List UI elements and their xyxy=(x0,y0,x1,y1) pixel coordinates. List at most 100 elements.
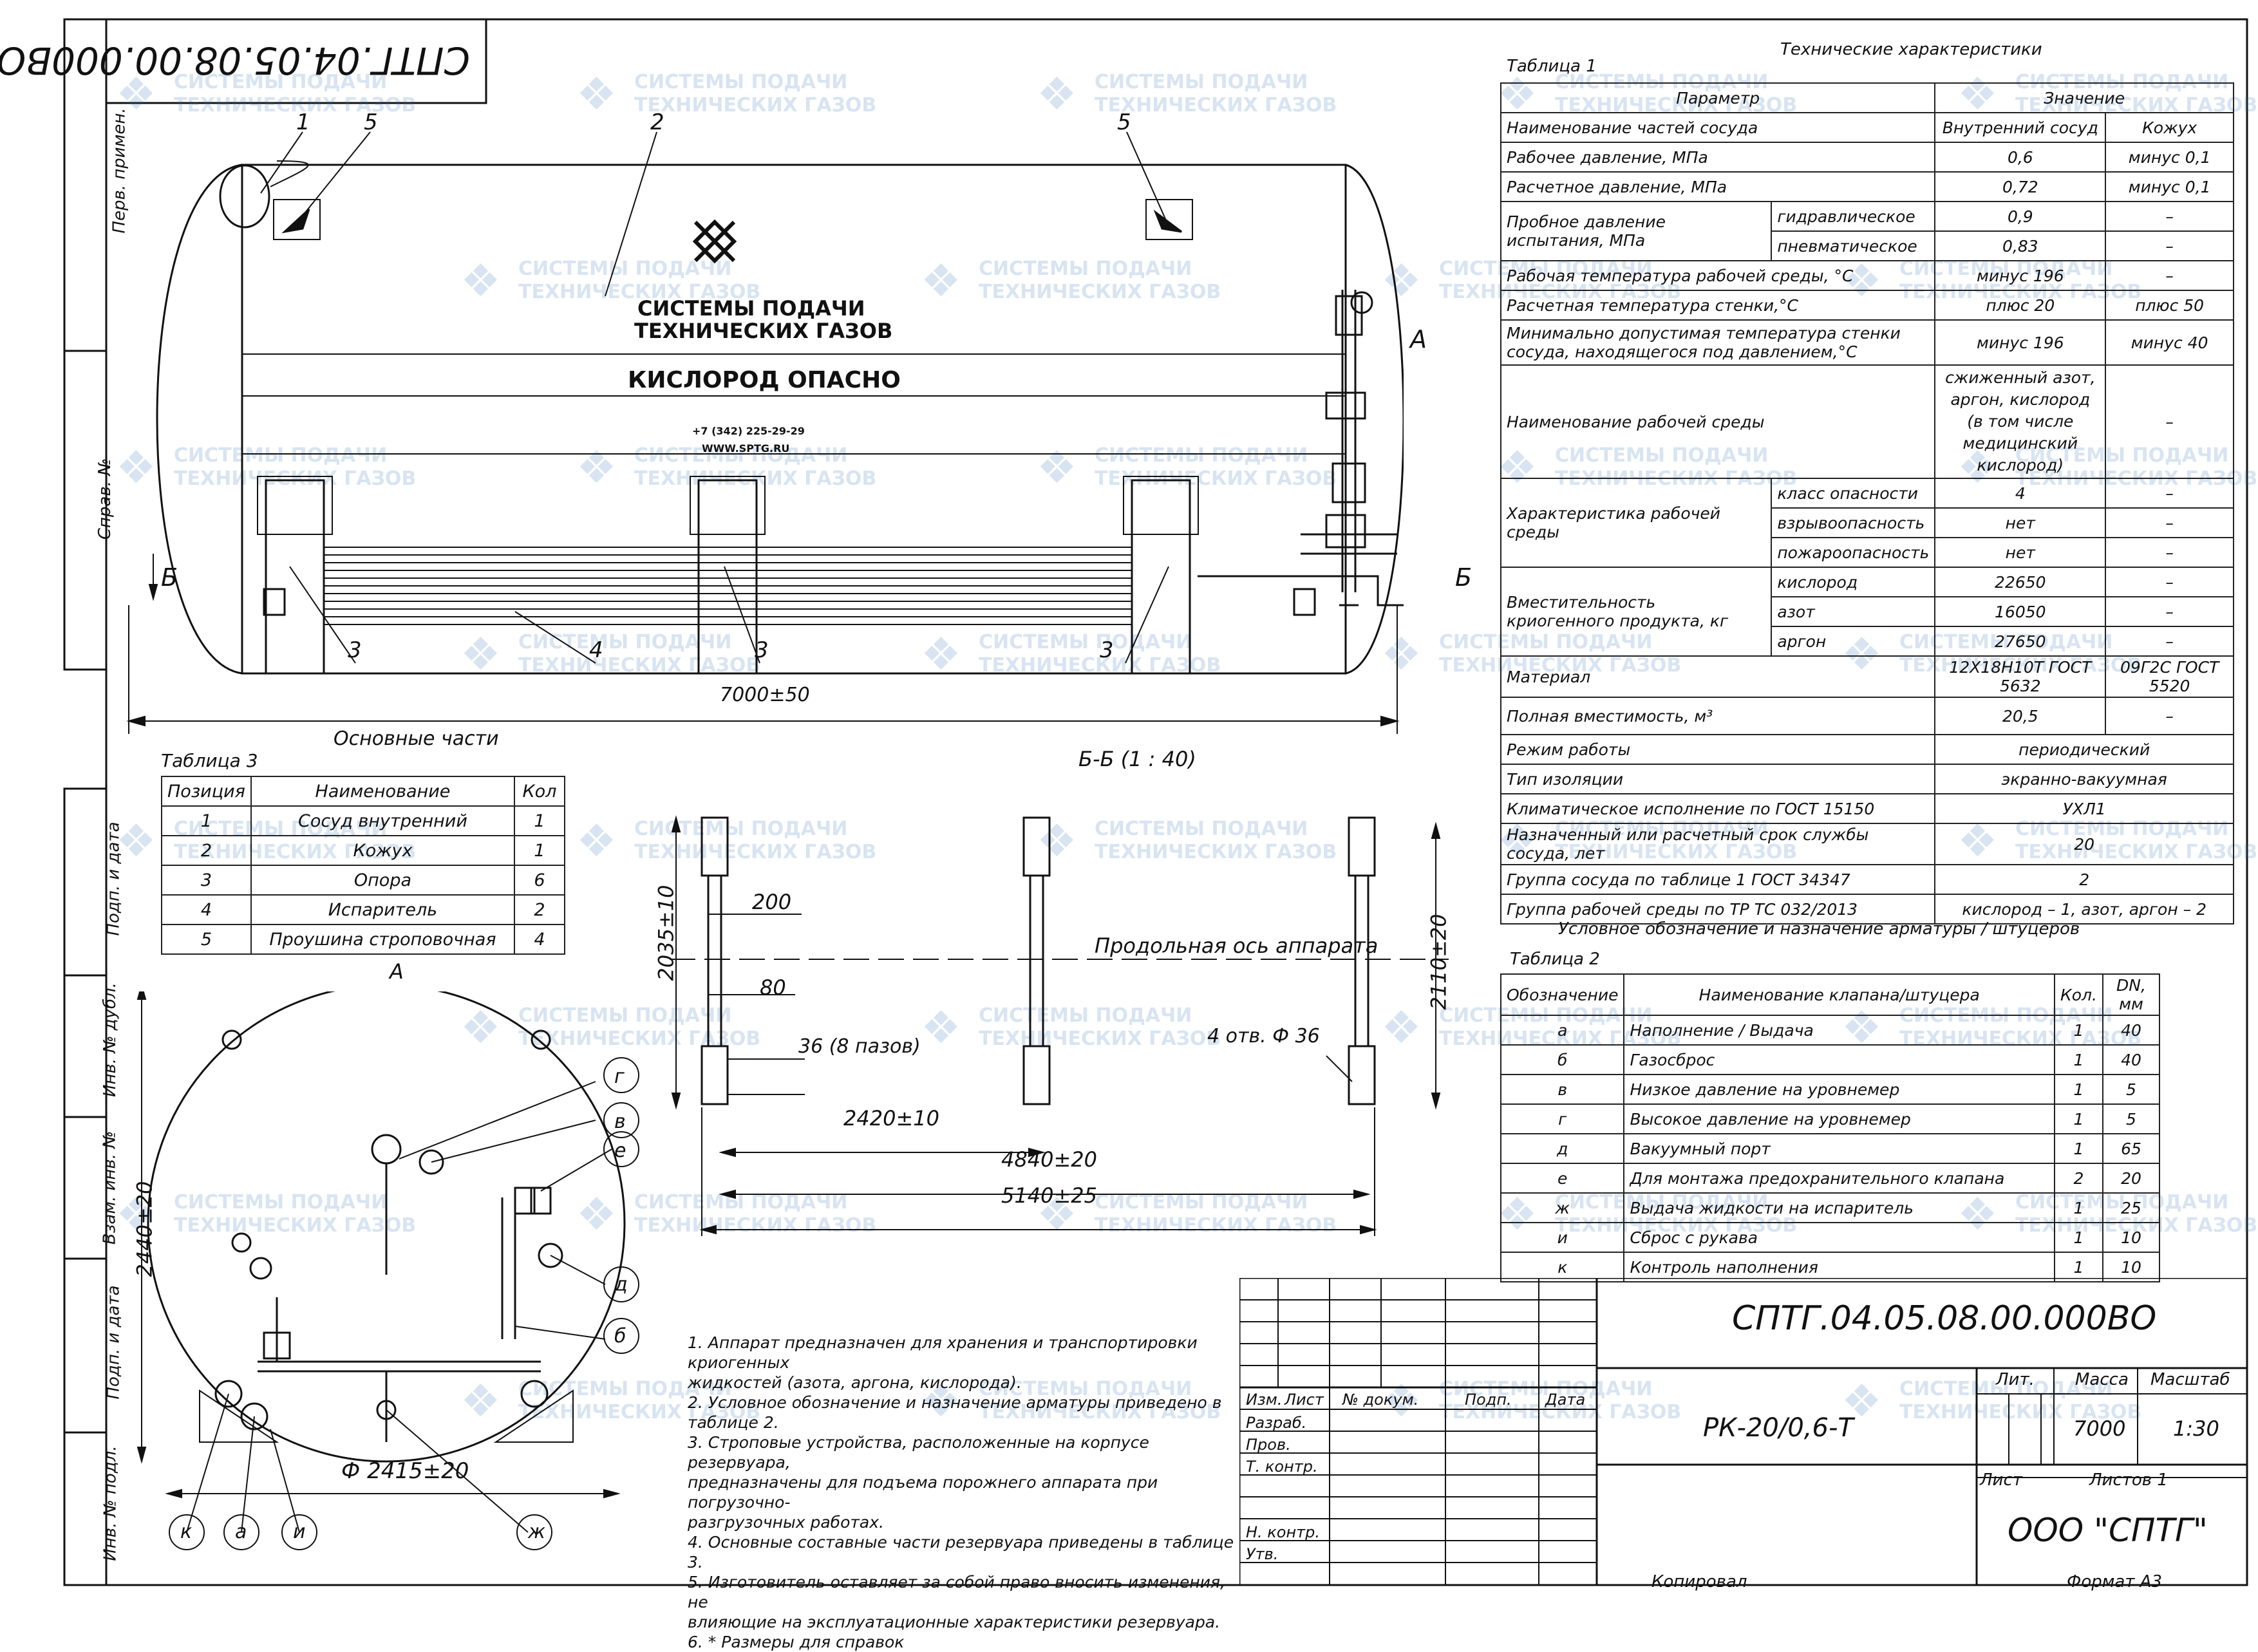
callout-1: 1 xyxy=(296,109,310,135)
notes: 1. Аппарат предназначен для хранения и т… xyxy=(688,1333,1248,1652)
tb-format: Формат А3 xyxy=(2067,1572,2163,1591)
callout-5a: 5 xyxy=(364,109,378,135)
tb-copied: Копировал xyxy=(1651,1572,1747,1591)
axis-label: Продольная ось аппарата xyxy=(1095,934,1378,958)
callout-3b: 3 xyxy=(755,637,769,663)
tank-logo-line1: СИСТЕМЫ ПОДАЧИ xyxy=(637,296,865,321)
table2-head-dn: DN, мм xyxy=(2102,973,2160,1016)
end-view-a xyxy=(136,991,639,1550)
callout-4: 4 xyxy=(589,637,603,663)
end-diameter-dim: Ф 2415±20 xyxy=(341,1458,469,1484)
tb-col-sign: Подп. xyxy=(1465,1391,1512,1409)
table-row: Вместительность криогенного продукта, кг… xyxy=(1500,567,2234,657)
side-label-2: Справ. № xyxy=(95,458,115,540)
drawing-frame xyxy=(63,18,2248,1586)
note-line: жидкостей (азота, аргона, кислорода). xyxy=(688,1373,1022,1392)
note-line: 1. Аппарат предназначен для хранения и т… xyxy=(688,1333,1198,1372)
callout-a: а xyxy=(235,1521,247,1543)
tb-mass-label: Масса xyxy=(2075,1370,2129,1389)
dim-80: 80 xyxy=(760,975,786,1000)
section-title: Б-Б (1 : 40) xyxy=(1078,747,1196,771)
table2-label: Таблица 2 xyxy=(1510,950,1600,969)
note-line: влияющие на эксплуатационные характерист… xyxy=(688,1613,1221,1631)
callout-g: г xyxy=(614,1065,625,1088)
tb-role-tcontrol: Т. контр. xyxy=(1246,1458,1318,1476)
tank-side-view xyxy=(126,131,1404,734)
tb-col-doc: № докум. xyxy=(1342,1391,1419,1409)
callout-d: д xyxy=(614,1273,628,1296)
note-line: 3. Строповые устройства, расположенные н… xyxy=(688,1433,1149,1472)
callout-e: е xyxy=(614,1140,626,1162)
note-line: разгрузочных работах. xyxy=(688,1513,884,1532)
table3-label: Таблица 3 xyxy=(161,750,258,771)
table1-head-value: Значение xyxy=(1934,82,2234,113)
tank-length-dim: 7000±50 xyxy=(720,684,810,706)
callout-v: в xyxy=(614,1111,626,1133)
dim-2420: 2420±10 xyxy=(843,1106,939,1131)
section-b-right: Б xyxy=(1455,563,1472,592)
tb-sheet: Лист xyxy=(1980,1470,2022,1490)
section-b-left: Б xyxy=(161,563,178,592)
table3-head-qty: Кол xyxy=(514,776,565,807)
tb-scale: 1:30 xyxy=(2173,1416,2219,1441)
dim-2110: 2110±20 xyxy=(1426,914,1451,1010)
table-row: Назначенный или расчетный срок службы со… xyxy=(1500,823,2234,865)
callout-k: к xyxy=(180,1521,193,1543)
tb-lit-label: Лит. xyxy=(1996,1370,2035,1389)
callout-5b: 5 xyxy=(1117,109,1131,135)
tb-code: СПТГ.04.05.08.00.000ВО xyxy=(1732,1299,2157,1338)
callout-i: и xyxy=(293,1521,306,1543)
title-block-grid xyxy=(1239,1278,2248,1586)
tank-phone: +7 (342) 225-29-29 xyxy=(692,425,805,437)
dim-5140: 5140±25 xyxy=(1001,1183,1097,1208)
note-line: 6. * Размеры для справок xyxy=(688,1633,905,1651)
tb-role-check: Пров. xyxy=(1246,1436,1291,1454)
tb-scale-label: Масштаб xyxy=(2150,1370,2230,1389)
table1-head-param: Параметр xyxy=(1500,82,1936,113)
tb-sheets: Листов 1 xyxy=(2089,1470,2168,1490)
table1-title: Технические характеристики xyxy=(1780,40,2042,59)
note-line: 5. Изготовитель оставляет за собой право… xyxy=(688,1573,1225,1611)
dim-4840: 4840±20 xyxy=(1001,1147,1097,1172)
table1-label: Таблица 1 xyxy=(1507,57,1597,76)
note-line: 2. Условное обозначение и назначение арм… xyxy=(688,1393,1222,1432)
tank-caption: Основные части xyxy=(334,727,499,750)
tank-warning: КИСЛОРОД ОПАСНО xyxy=(628,367,901,393)
dim-200: 200 xyxy=(752,890,792,914)
table3-head-pos: Позиция xyxy=(161,776,252,807)
table2-caption: Условное обозначение и назначение армату… xyxy=(1558,919,2080,939)
note-line: предназначены для подъема порожнего аппа… xyxy=(688,1473,1158,1512)
table3-head-name: Наименование xyxy=(250,776,516,807)
tb-col-list: Лист xyxy=(1284,1391,1324,1409)
callout-b: б xyxy=(614,1325,626,1347)
end-height-dim: 2440±20 xyxy=(132,1181,157,1277)
top-code-rotated: СПТГ.04.05.08.00.000ВО xyxy=(0,39,470,82)
